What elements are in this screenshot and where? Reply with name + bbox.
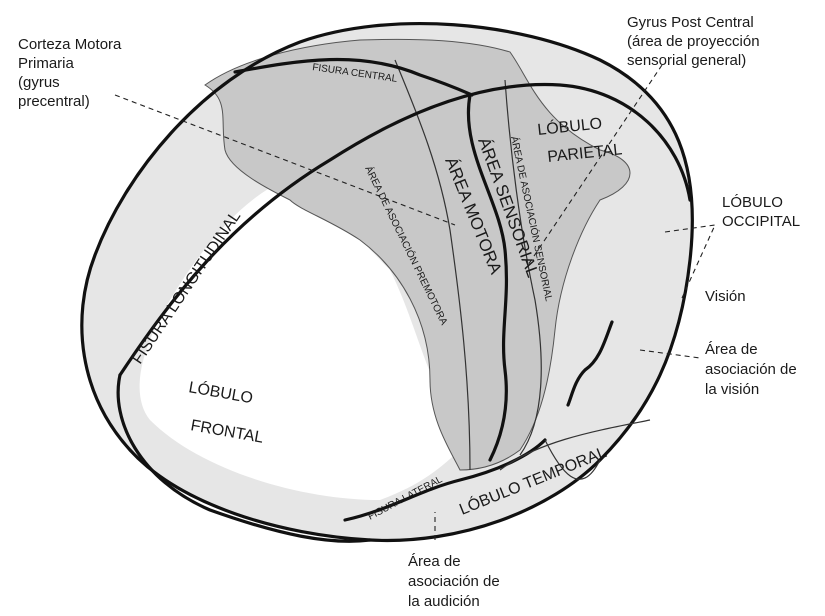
label-asociacion-vision: Área de asociación de la visión xyxy=(705,341,801,398)
label-lobulo-occipital: LÓBULO OCCIPITAL xyxy=(722,194,800,230)
label-corteza-motora: Corteza Motora Primaria (gyrus precentra… xyxy=(18,36,126,110)
label-gyrus-post-central: Gyrus Post Central (área de proyección s… xyxy=(627,14,764,69)
label-asociacion-audicion: Área de asociación de la audición xyxy=(408,553,504,610)
label-vision: Visión xyxy=(705,288,746,305)
